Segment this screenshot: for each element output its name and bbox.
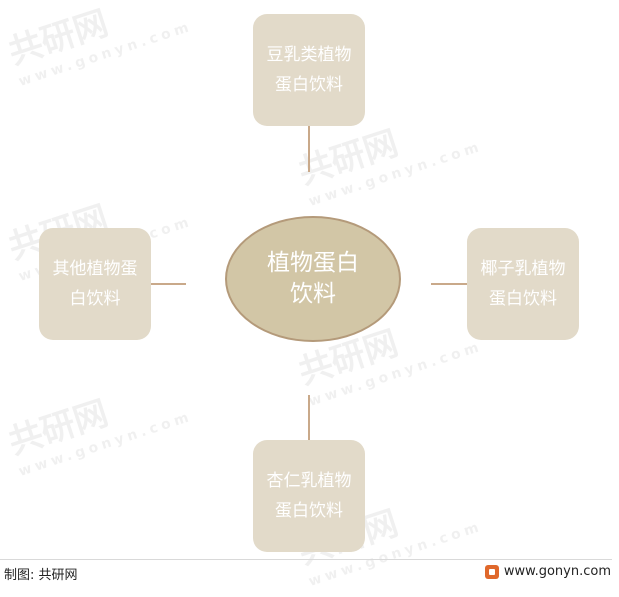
footer-divider xyxy=(0,559,612,560)
node-top-line2: 蛋白饮料 xyxy=(275,75,343,95)
center-line1: 植物蛋白 xyxy=(267,250,359,276)
connector-right xyxy=(431,283,467,285)
connector-top xyxy=(308,126,310,172)
footer-website-text: www.gonyn.com xyxy=(503,564,611,579)
node-right-line2: 蛋白饮料 xyxy=(489,289,557,309)
center-node: 植物蛋白 饮料 xyxy=(225,216,401,342)
footer-source: 制图: 共研网 xyxy=(4,568,78,583)
node-left-line1: 其他植物蛋 xyxy=(52,259,138,279)
gonyn-logo-icon xyxy=(484,564,499,579)
node-bottom-line2: 蛋白饮料 xyxy=(275,501,343,521)
node-right-line1: 椰子乳植物 xyxy=(480,259,566,279)
node-bottom-line1: 杏仁乳植物 xyxy=(266,471,352,491)
node-top-line1: 豆乳类植物 xyxy=(266,45,352,65)
connector-bottom xyxy=(308,395,310,440)
node-top: 豆乳类植物 蛋白饮料 xyxy=(253,14,365,126)
footer-website: www.gonyn.com xyxy=(484,564,611,579)
node-left-line2: 白饮料 xyxy=(69,289,121,309)
node-bottom: 杏仁乳植物 蛋白饮料 xyxy=(253,440,365,552)
connector-left xyxy=(151,283,186,285)
node-right: 椰子乳植物 蛋白饮料 xyxy=(467,228,579,340)
node-left: 其他植物蛋 白饮料 xyxy=(39,228,151,340)
center-line2: 饮料 xyxy=(290,281,336,307)
